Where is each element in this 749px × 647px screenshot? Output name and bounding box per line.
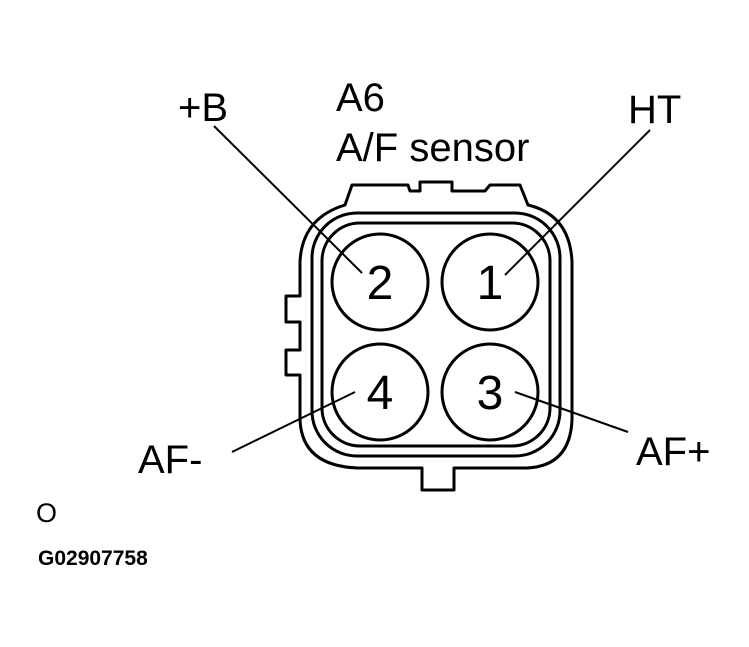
connector-name: A/F sensor bbox=[336, 126, 530, 170]
label-ht: HT bbox=[628, 88, 682, 132]
pin-circle-2 bbox=[330, 232, 430, 332]
figure-code: G02907758 bbox=[38, 547, 148, 570]
leader-line-ht bbox=[504, 129, 651, 276]
pin-number-3: 3 bbox=[477, 367, 504, 420]
footer-mark: O bbox=[36, 498, 58, 528]
connector-housing-outline bbox=[284, 180, 574, 492]
pin-circle-1 bbox=[440, 232, 540, 332]
pin-number-4: 4 bbox=[367, 367, 394, 420]
leader-line-af-plus bbox=[514, 391, 629, 433]
label-plus-b: +B bbox=[178, 86, 229, 130]
leader-line-af-minus bbox=[231, 391, 356, 453]
connector-pin-cavity bbox=[320, 221, 552, 448]
connector-id: A6 bbox=[336, 76, 385, 120]
label-af-minus: AF- bbox=[138, 438, 203, 482]
label-af-plus: AF+ bbox=[636, 430, 711, 474]
pin-circle-4 bbox=[330, 342, 430, 442]
pin-number-1: 1 bbox=[477, 257, 504, 310]
leader-line-plus-b bbox=[213, 125, 363, 274]
pin-number-2: 2 bbox=[367, 257, 394, 310]
pin-circle-3 bbox=[440, 342, 540, 442]
connector-inner-rim bbox=[310, 211, 562, 458]
